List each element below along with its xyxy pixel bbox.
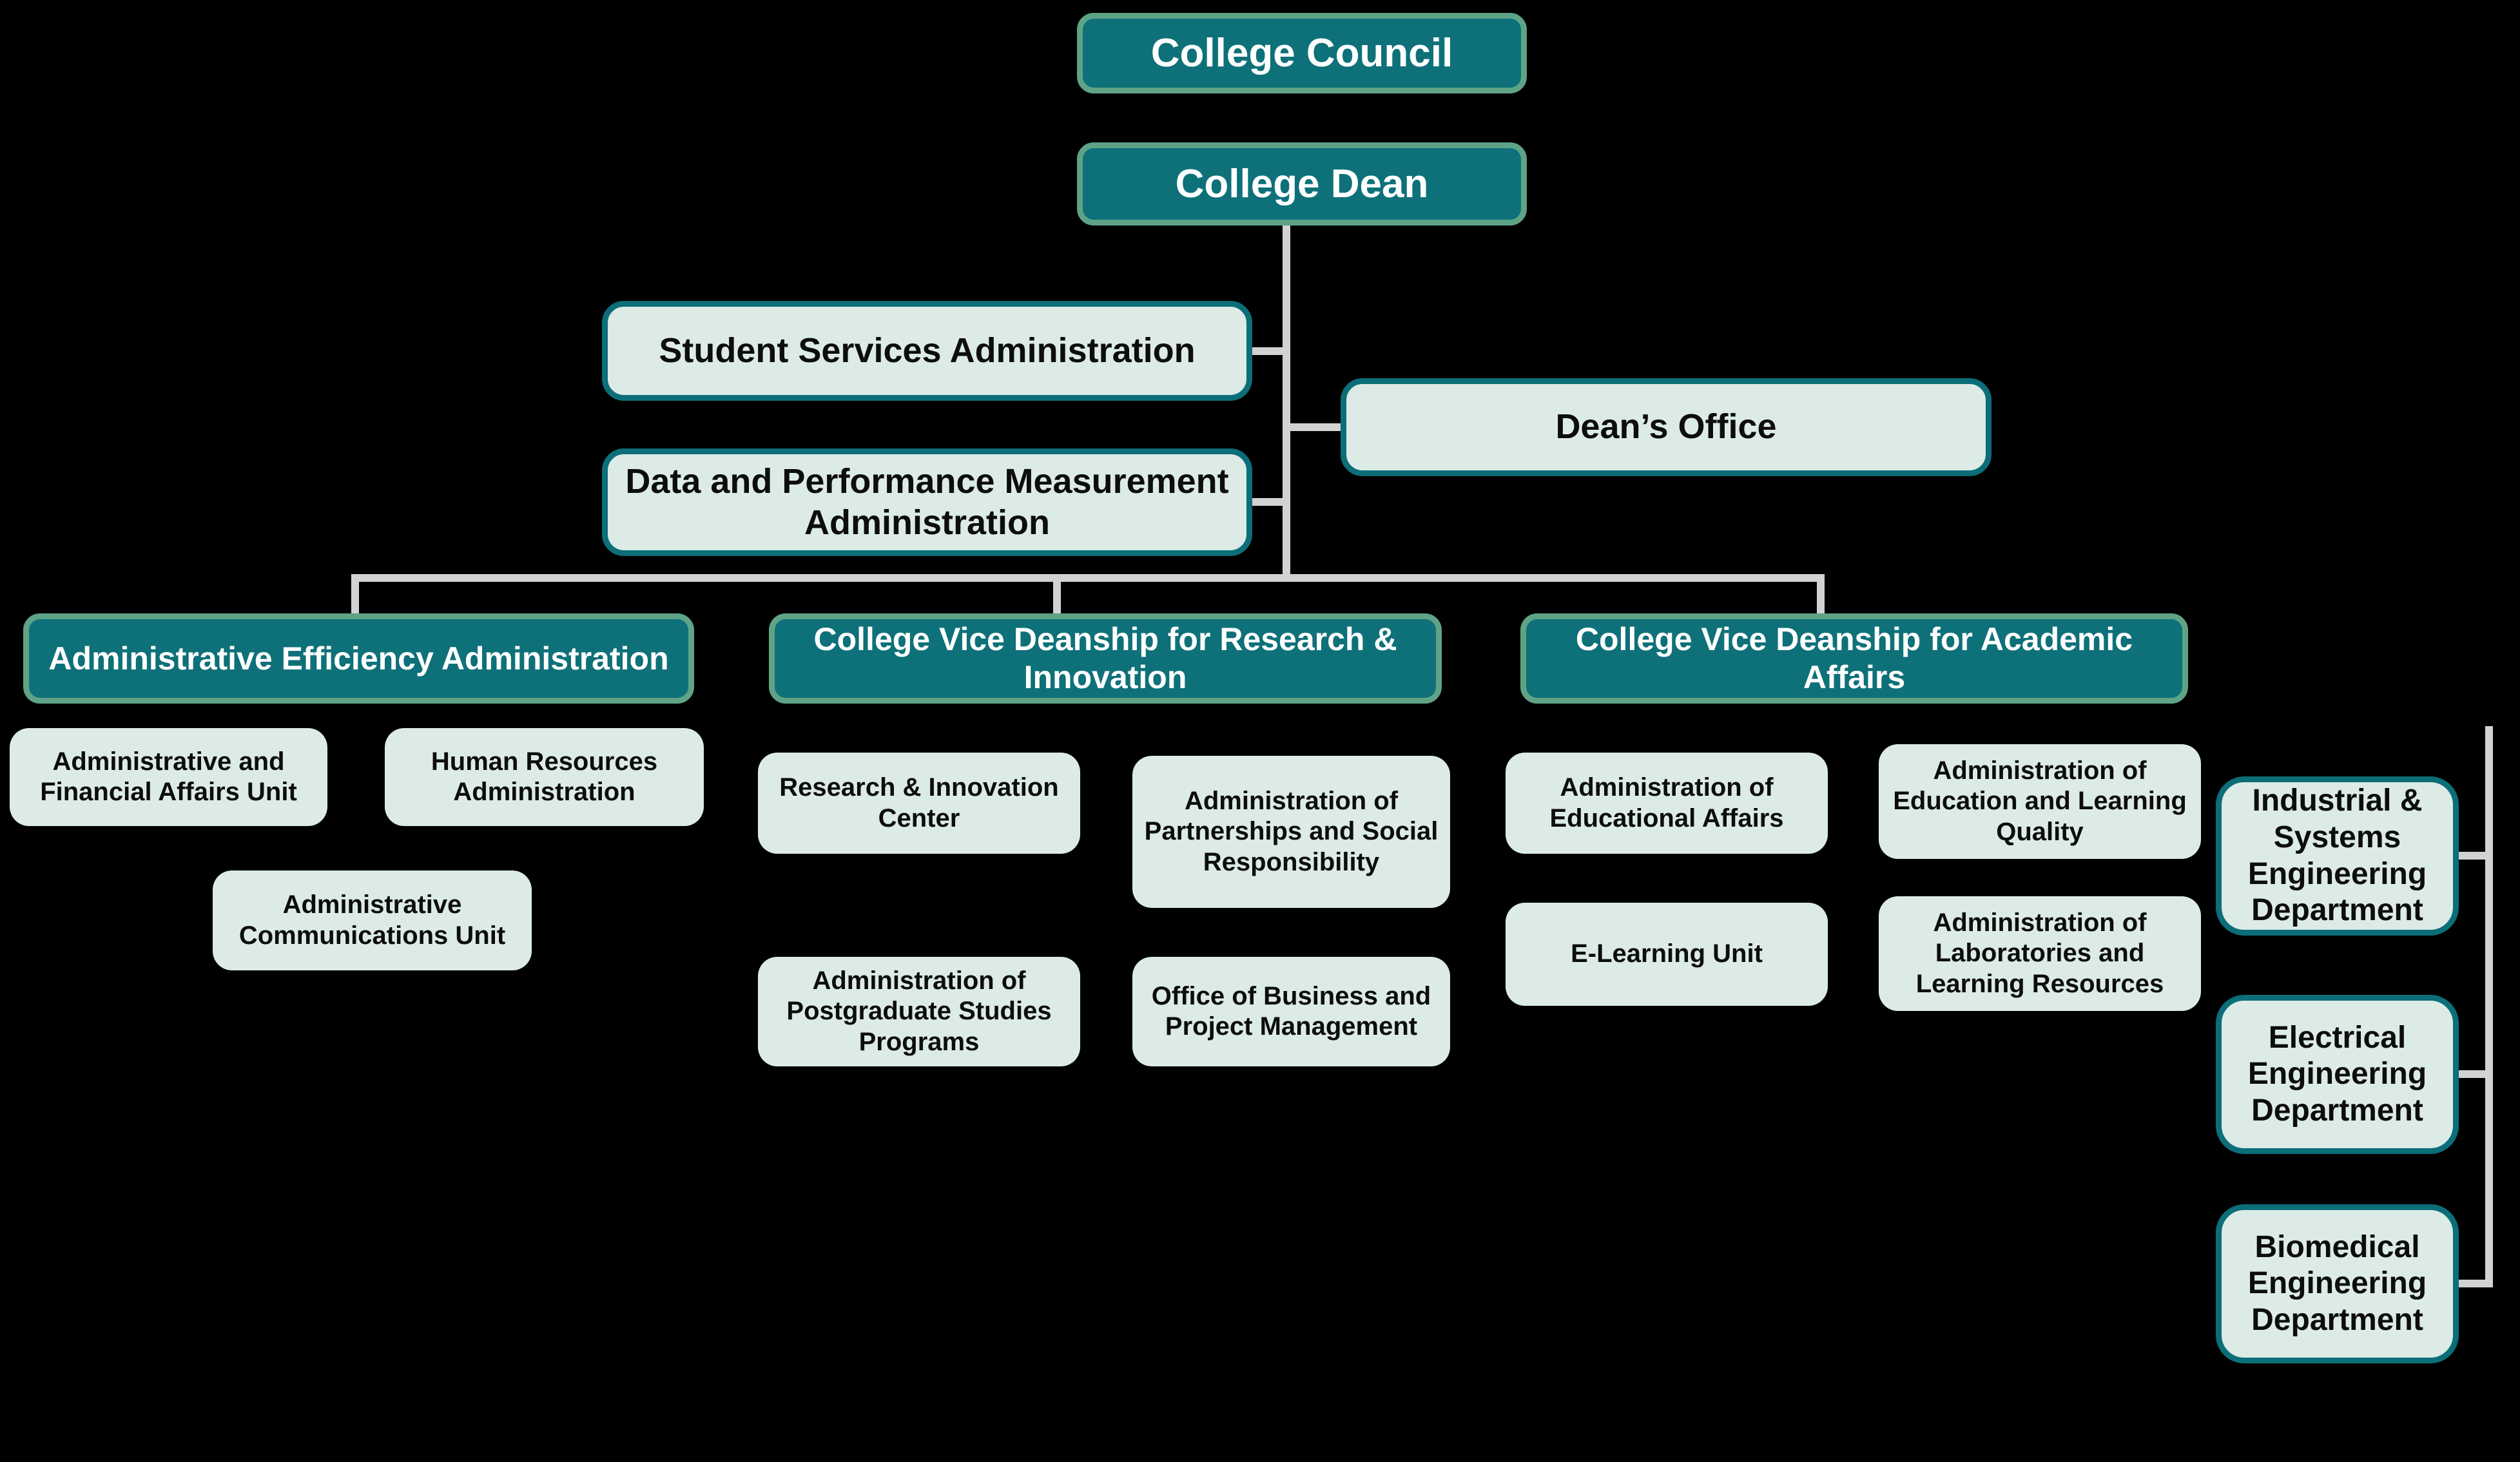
org-node-label: Office of Business and Project Managemen… [1151, 981, 1431, 1041]
connector-drop-admin-efficiency [351, 574, 359, 613]
org-node-office-business: Office of Business and Project Managemen… [1132, 957, 1450, 1066]
org-node-label: College Council [1150, 30, 1453, 75]
org-node-label: Administration of Postgraduate Studies P… [786, 967, 1052, 1056]
org-node-edu-affairs: Administration of Educational Affairs [1506, 753, 1828, 854]
org-node-label: Electrical Engineering Department [2247, 1020, 2427, 1128]
org-node-human-resources: Human Resources Administration [385, 728, 704, 826]
org-node-label: E-Learning Unit [1571, 939, 1763, 968]
org-node-label: Administration of Educational Affairs [1549, 773, 1784, 832]
org-node-dept-biomedical: Biomedical Engineering Department [2216, 1204, 2459, 1363]
org-node-label: Administration of Education and Learning… [1893, 756, 2187, 846]
org-node-dept-industrial: Industrial & Systems Engineering Departm… [2216, 776, 2459, 936]
org-node-deans-office: Dean’s Office [1341, 378, 1992, 476]
org-node-admin-comms: Administrative Communications Unit [213, 870, 532, 970]
org-node-label: Industrial & Systems Engineering Departm… [2247, 784, 2427, 928]
org-node-vice-research: College Vice Deanship for Research & Inn… [769, 613, 1442, 704]
org-node-label: Research & Innovation Center [779, 773, 1059, 832]
org-node-label: Data and Performance Measurement Adminis… [625, 461, 1229, 542]
connector-electrical-stub [2456, 1070, 2489, 1078]
org-node-label: College Dean [1175, 161, 1429, 206]
org-node-label: Human Resources Administration [431, 747, 658, 806]
connector-deans-office-stub [1286, 423, 1344, 431]
org-node-dept-electrical: Electrical Engineering Department [2216, 995, 2459, 1154]
org-node-label: College Vice Deanship for Research & Inn… [813, 621, 1397, 695]
connector-biomedical-stub [2456, 1280, 2489, 1287]
org-node-labs: Administration of Laboratories and Learn… [1879, 896, 2201, 1011]
org-node-label: Student Services Administration [659, 331, 1196, 370]
connector-industrial-stub [2456, 852, 2489, 860]
connector-drop-vice-research [1053, 574, 1061, 613]
org-node-college-dean: College Dean [1077, 142, 1527, 226]
org-node-label: Administration of Laboratories and Learn… [1915, 909, 2164, 998]
org-node-label: Dean’s Office [1555, 407, 1777, 447]
org-node-label: Biomedical Engineering Department [2247, 1229, 2427, 1337]
org-node-label: Administrative Communications Unit [238, 890, 506, 950]
org-node-admin-financial: Administrative and Financial Affairs Uni… [10, 728, 327, 826]
org-node-label: College Vice Deanship for Academic Affai… [1575, 621, 2133, 695]
org-node-postgraduate: Administration of Postgraduate Studies P… [758, 957, 1080, 1066]
org-node-elearning: E-Learning Unit [1506, 903, 1828, 1006]
connector-dean-trunk [1283, 226, 1290, 582]
org-node-student-services: Student Services Administration [602, 301, 1252, 401]
org-node-vice-academic: College Vice Deanship for Academic Affai… [1520, 613, 2188, 704]
org-node-college-council: College Council [1077, 13, 1527, 93]
org-node-edu-quality: Administration of Education and Learning… [1879, 744, 2201, 859]
org-node-label: Administration of Partnerships and Socia… [1144, 787, 1439, 876]
org-node-label: Administrative Efficiency Administration [48, 640, 669, 677]
org-node-research-center: Research & Innovation Center [758, 753, 1080, 854]
connector-data-performance-stub [1252, 498, 1290, 506]
org-node-admin-efficiency: Administrative Efficiency Administration [23, 613, 694, 704]
org-node-label: Administrative and Financial Affairs Uni… [40, 747, 297, 806]
org-node-partnerships: Administration of Partnerships and Socia… [1132, 756, 1450, 908]
connector-departments-vertical [2485, 726, 2493, 1287]
connector-drop-vice-academic [1817, 574, 1825, 613]
connector-main-horizontal [351, 574, 1825, 582]
org-node-data-performance: Data and Performance Measurement Adminis… [602, 448, 1252, 556]
connector-student-services-stub [1252, 347, 1290, 355]
